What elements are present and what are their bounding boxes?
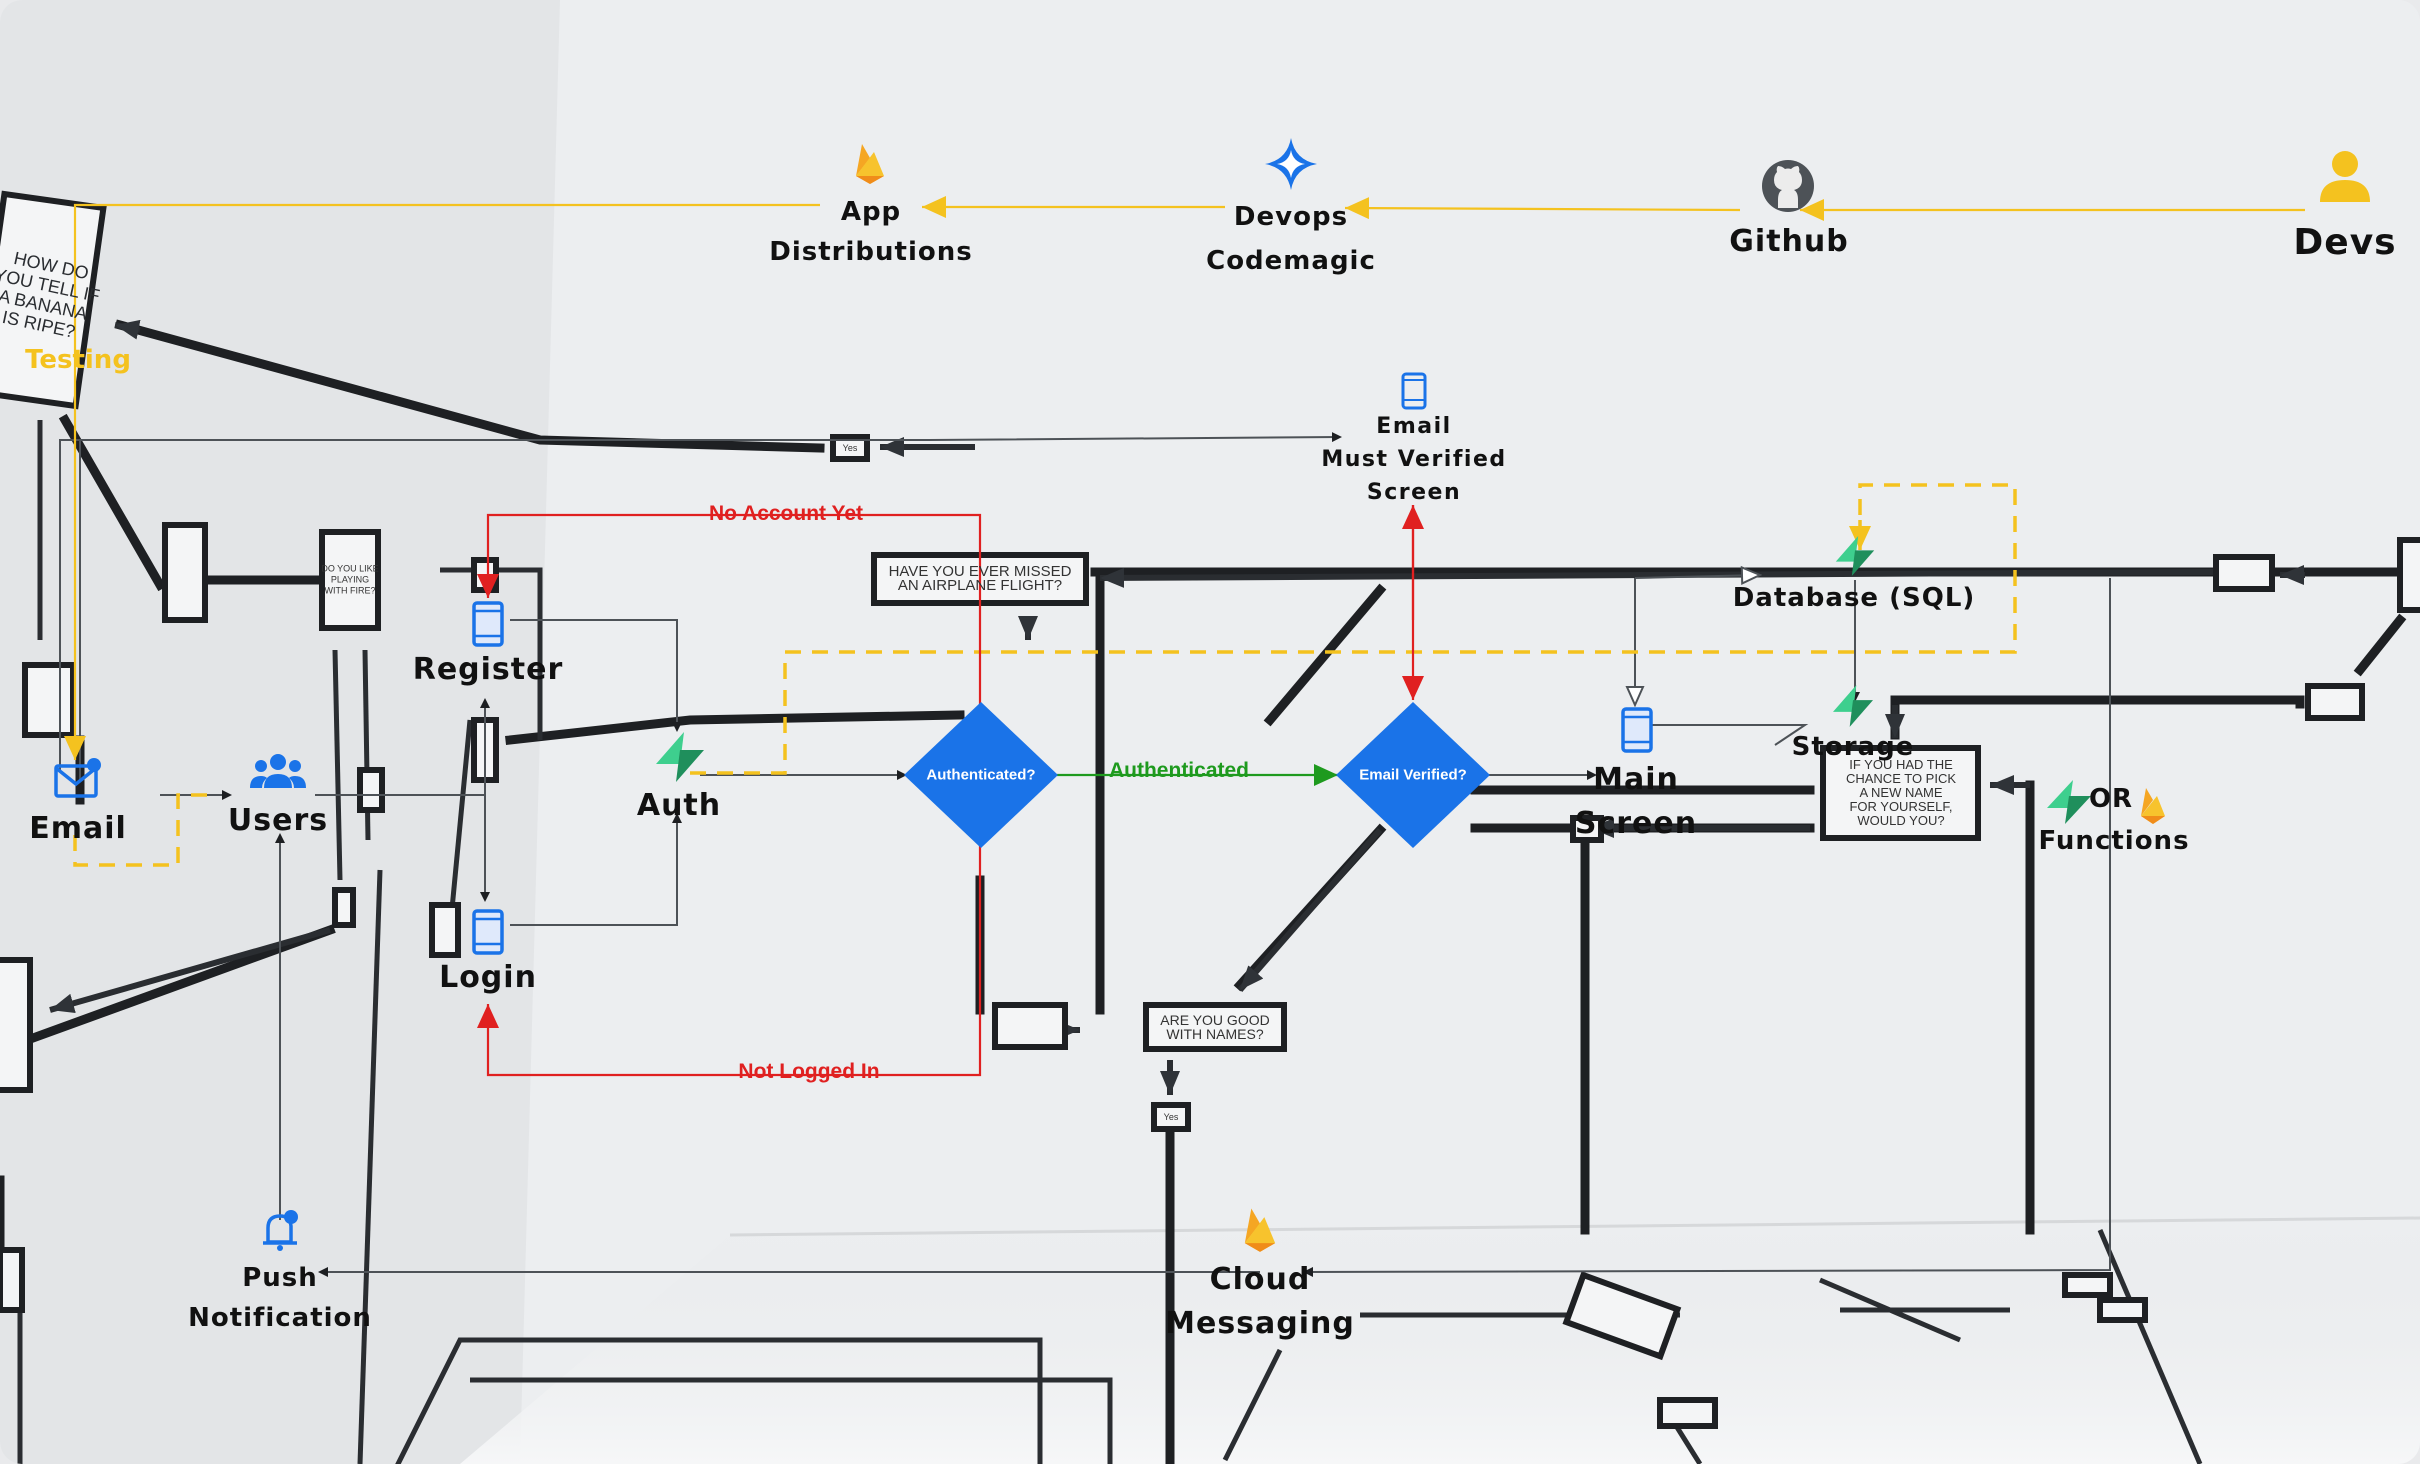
email-verified-decision-label: Email Verified? bbox=[1359, 766, 1467, 784]
register-label: Register bbox=[412, 652, 564, 687]
no-account-yet-edge-label: No Account Yet bbox=[708, 502, 864, 525]
yes-sign-text-1: Yes bbox=[842, 443, 858, 453]
email-verified-decision-shape bbox=[1336, 702, 1490, 848]
functions-or-label: OR bbox=[2088, 784, 2134, 814]
cloud-messaging-label: Cloud Messaging bbox=[1165, 1262, 1355, 1341]
phone-icon bbox=[1401, 372, 1427, 410]
mail-icon bbox=[54, 758, 101, 798]
supabase-bolt-and-firebase-flame-icons bbox=[2047, 780, 2165, 824]
app-distributions-label: App Distributions bbox=[769, 197, 973, 267]
github-label: Github bbox=[1729, 224, 1849, 259]
names-sign-text: ARE YOU GOOD WITH NAMES? bbox=[1160, 1012, 1270, 1042]
users-label: Users bbox=[227, 803, 329, 838]
devops-codemagic-label: Devops Codemagic bbox=[1206, 202, 1376, 276]
yes-sign-text-2: Yes bbox=[1163, 1112, 1179, 1122]
not-logged-in-edge-label: Not Logged In bbox=[738, 1060, 880, 1083]
login-label: Login bbox=[439, 960, 537, 995]
github-octocat-icon bbox=[1762, 160, 1814, 212]
user-person-icon bbox=[2320, 151, 2370, 202]
testing-label: Testing bbox=[25, 345, 131, 375]
group-icon bbox=[250, 754, 306, 788]
firebase-flame-icon bbox=[856, 144, 884, 184]
phone-icon bbox=[472, 909, 504, 955]
supabase-bolt-icon bbox=[1835, 536, 1875, 576]
supabase-bolt-icon bbox=[1833, 685, 1873, 727]
authenticated-edge-label: Authenticated bbox=[1108, 759, 1250, 782]
storage-label: Storage bbox=[1791, 732, 1915, 762]
codemagic-star-icon bbox=[1265, 138, 1317, 190]
pick-name-sign-text: IF YOU HAD THE CHANCE TO PICK A NEW NAME… bbox=[1845, 757, 1957, 828]
push-notification-label: Push Notification bbox=[188, 1263, 372, 1333]
authenticated-decision-shape bbox=[904, 702, 1058, 848]
firebase-flame-icon bbox=[1244, 1208, 1276, 1252]
main-screen-label: Main Screen bbox=[1574, 762, 1698, 841]
devs-label: Devs bbox=[2293, 222, 2397, 263]
fire-sign-text: DO YOU LIKE PLAYING WITH FIRE? bbox=[321, 563, 379, 596]
email-label: Email bbox=[29, 811, 127, 846]
airplane-sign-text: HAVE YOU EVER MISSED AN AIRPLANE FLIGHT? bbox=[888, 563, 1072, 594]
database-label: Database (SQL) bbox=[1732, 583, 1976, 613]
authenticated-decision-label: Authenticated? bbox=[926, 766, 1036, 784]
functions-label: Functions bbox=[2038, 826, 2190, 856]
bell-icon bbox=[263, 1210, 298, 1251]
auth-label: Auth bbox=[636, 788, 722, 823]
supabase-bolt-icon bbox=[656, 732, 704, 782]
email-must-verified-label: Email Must Verified Screen bbox=[1321, 414, 1507, 505]
phone-icon bbox=[1621, 707, 1653, 753]
phone-icon bbox=[472, 601, 504, 647]
